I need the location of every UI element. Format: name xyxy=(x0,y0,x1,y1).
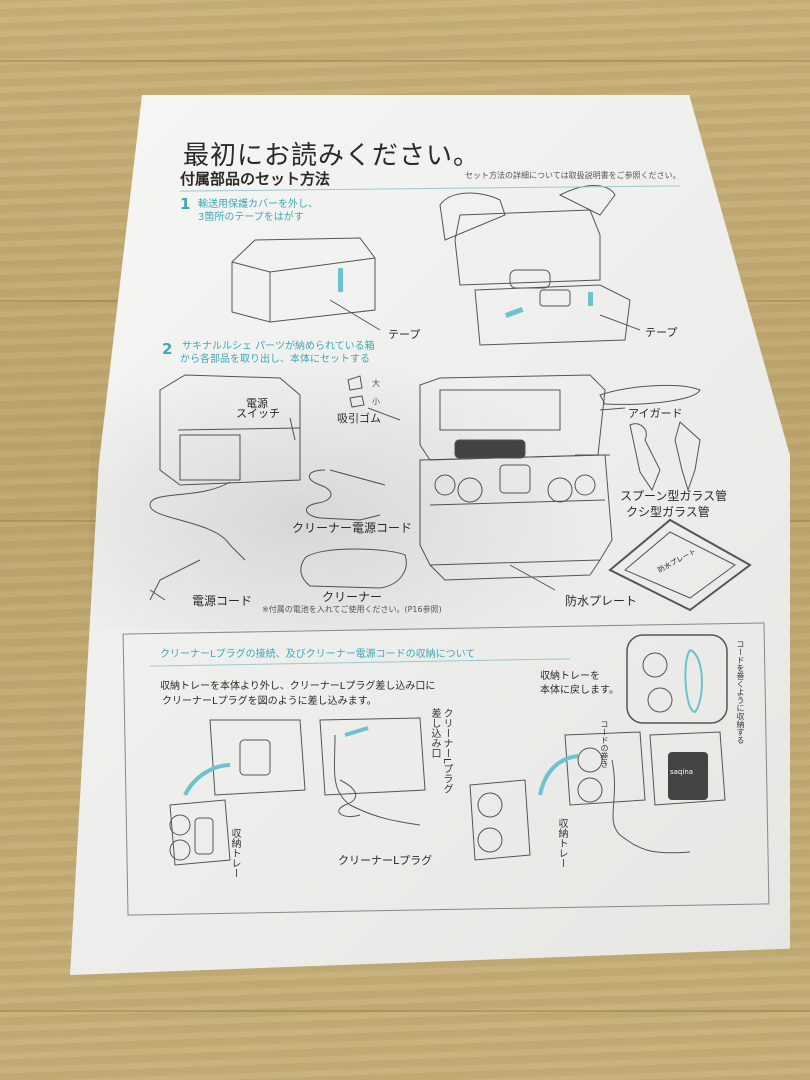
cleaner-illustration xyxy=(300,548,407,589)
plug-inlet-label: クリーナーLプラグ差し込み口 xyxy=(429,708,452,794)
insert-arrow xyxy=(344,726,369,737)
step2-line2: から各部品を取り出し、本体にセットする xyxy=(180,354,370,365)
tape-marker-3 xyxy=(588,292,593,306)
cleaner-power-cord-label: クリーナー電源コード xyxy=(292,521,413,535)
coiled-cord-illustration xyxy=(306,469,381,521)
eye-guard-label: アイガード xyxy=(628,407,683,420)
page-title: 最初にお読みください。 xyxy=(183,141,481,171)
box-return-2: 本体に戻します。 xyxy=(540,685,619,696)
box-title: クリーナーLプラグの接続、及びクリーナー電源コードの収納について xyxy=(160,649,476,660)
plug-insertion-illustration xyxy=(319,717,426,826)
step2-number: 2 xyxy=(162,340,173,358)
step1-number: 1 xyxy=(180,195,191,213)
cleaner-label: クリーナー xyxy=(322,590,383,604)
glass-tubes-illustration xyxy=(575,421,701,492)
waterproof-plate-illustration xyxy=(608,518,752,612)
cleaner-l-plug-label: クリーナーLプラグ xyxy=(338,854,433,867)
size-large-label: 大 xyxy=(372,379,380,388)
tape-marker-1 xyxy=(338,268,343,292)
size-small-label: 小 xyxy=(372,397,380,406)
cord-note-label: コードを巻くように収納する xyxy=(736,640,745,744)
page-subtitle: 付属部品のセット方法 xyxy=(180,170,331,188)
suction-rubber-illustration xyxy=(347,375,365,408)
device-brand: saqina xyxy=(670,768,694,776)
box-return-1: 収納トレーを xyxy=(540,671,600,682)
return-arrow xyxy=(538,754,579,796)
saqina-panel xyxy=(668,752,708,800)
suction-rubber-label: 吸引ゴム xyxy=(337,412,381,425)
storage-tray-label-2: 収納トレー xyxy=(556,818,567,868)
tape-label-left: テープ xyxy=(388,328,421,341)
spoon-glass-label: スプーン型ガラス管 xyxy=(620,489,728,503)
step1-line1: 輸送用保護カバーを外し、 xyxy=(198,199,318,210)
step1-line2: 3箇所のテープをはがす xyxy=(198,212,304,223)
eye-guard-illustration xyxy=(599,384,701,405)
remove-arrow xyxy=(183,763,231,796)
power-switch-label-1: 電源 xyxy=(246,397,268,410)
reference-note: セット方法の詳細については取扱説明書をご参照ください。 xyxy=(465,171,681,180)
device-side-illustration xyxy=(149,374,301,601)
tape-marker-2 xyxy=(504,307,524,318)
power-switch-label-2: スイッチ xyxy=(236,407,280,420)
covered-device-illustration xyxy=(231,237,381,331)
instruction-sheet xyxy=(70,95,790,975)
battery-note: ※付属の電池を入れてご使用ください。(P16参照) xyxy=(262,605,442,614)
step2-line1: サキナルルシェ パーツが納められている箱 xyxy=(182,341,375,352)
cord-wrap-inset xyxy=(626,634,728,724)
comb-glass-label: クシ型ガラス管 xyxy=(626,505,710,519)
box-instruction-1: 収納トレーを本体より外し、クリーナーLプラグ差し込み口に xyxy=(160,681,436,692)
main-device-illustration xyxy=(419,374,613,581)
tray-return-illustration xyxy=(469,731,726,861)
storage-tray-label-1: 収納トレー xyxy=(229,828,240,878)
power-cord-label: 電源コード xyxy=(192,594,253,608)
open-device-illustration xyxy=(439,185,641,346)
cord-vertical-label: コードの巻き xyxy=(600,720,609,768)
box-instruction-2: クリーナーLプラグを図のように差し込みます。 xyxy=(162,696,377,707)
waterproof-plate-label: 防水プレート xyxy=(565,594,638,608)
tape-label-right: テープ xyxy=(645,326,678,339)
